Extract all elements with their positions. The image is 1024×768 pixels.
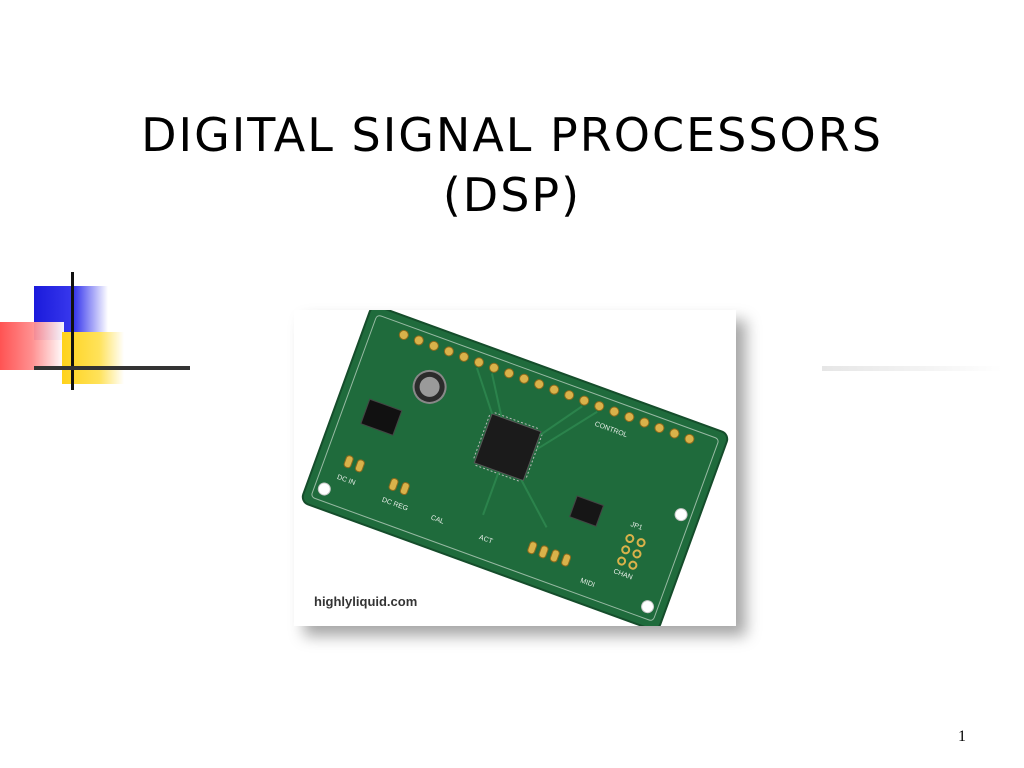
top-pin-header xyxy=(398,329,695,444)
title-line-2: (DSP) xyxy=(442,168,582,222)
mounting-holes xyxy=(317,482,688,614)
horizontal-rule xyxy=(34,366,190,370)
voltage-regulator xyxy=(360,398,403,436)
title-line-1: Digital Signal Processors xyxy=(141,108,883,162)
vertical-rule xyxy=(71,272,74,390)
dsp-board-photo: CONTROL xyxy=(294,310,736,626)
bottom-pin-header xyxy=(343,455,572,567)
small-ic xyxy=(569,495,605,527)
act-label: ACT xyxy=(478,534,494,546)
jumper-block xyxy=(617,534,646,570)
red-square xyxy=(0,322,64,370)
cal-label: CAL xyxy=(430,514,445,525)
circuit-board-image: CONTROL xyxy=(301,310,729,626)
photo-credit: highlyliquid.com xyxy=(314,594,418,609)
page-number: 1 xyxy=(958,728,966,745)
decorative-fade-bar xyxy=(822,366,1002,371)
jp1-label: JP1 xyxy=(629,521,643,532)
decorative-squares xyxy=(0,270,200,400)
slide-title: Digital Signal Processors (DSP) xyxy=(40,105,984,225)
midi-label: MIDI xyxy=(579,577,595,589)
